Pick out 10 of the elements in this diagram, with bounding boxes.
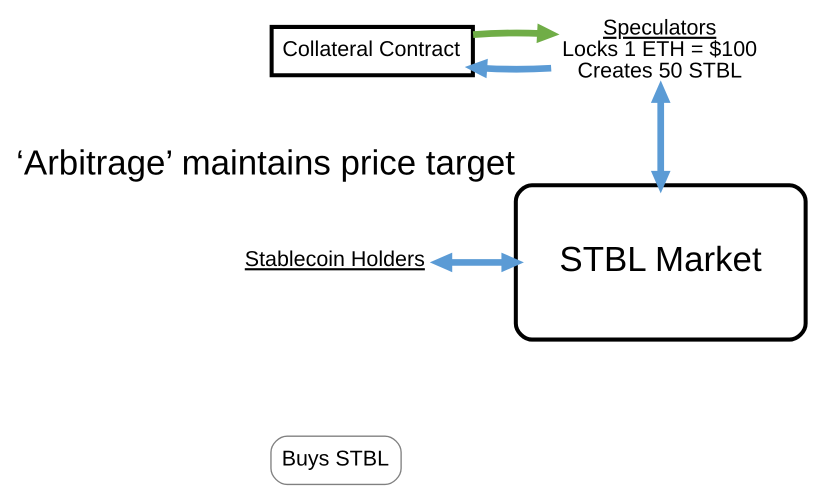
node-box: Collateral Contract — [270, 24, 475, 78]
arrow — [464, 58, 552, 78]
node-box: Buys STBL — [270, 436, 402, 486]
node-box: STBL Market — [514, 183, 808, 342]
node-label: ‘Arbitrage’ maintains price target — [16, 143, 515, 182]
arrow — [430, 252, 524, 272]
node-text: Stablecoin Holders — [244, 247, 425, 272]
arrow — [650, 80, 671, 194]
arrow — [472, 24, 560, 44]
node-text: Speculators Locks 1 ETH = $100 Creates 50 STBL — [562, 16, 758, 83]
